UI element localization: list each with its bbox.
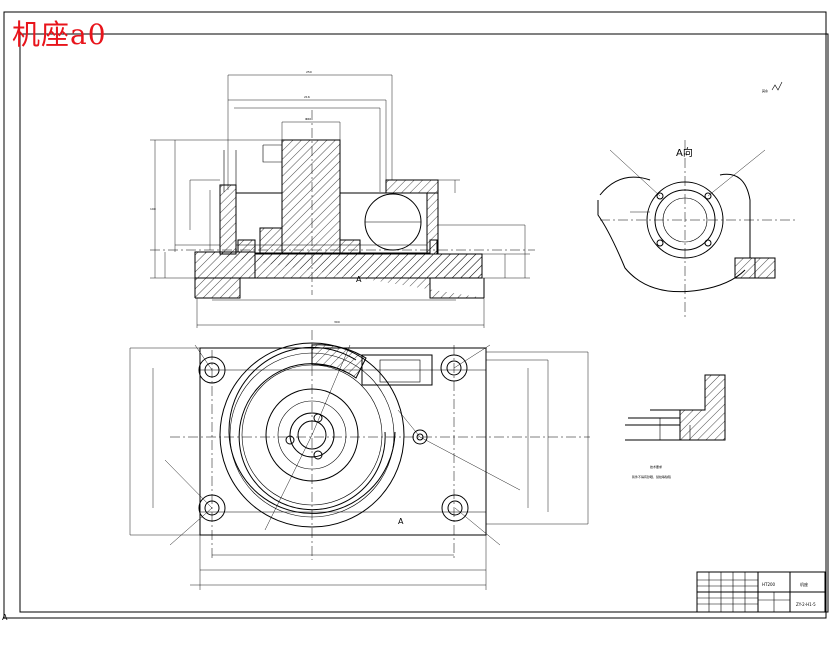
view-a-label: A向 (676, 146, 693, 159)
title-block-material: HT200 (762, 582, 776, 587)
svg-text:铸件不得有砂眼、裂纹等缺陷: 铸件不得有砂眼、裂纹等缺陷 (632, 474, 671, 479)
svg-text:技术要求: 技术要求 (650, 464, 662, 469)
right-wall (426, 192, 439, 255)
front-section-view: 250 216 Φ60 190 300 (150, 70, 535, 328)
svg-text:Φ60: Φ60 (305, 117, 311, 121)
mounting-hole-bottom-right (441, 494, 469, 522)
svg-text:300: 300 (334, 320, 340, 324)
detail-view: 技术要求 铸件不得有砂眼、裂纹等缺陷 (625, 374, 726, 479)
svg-text:250: 250 (306, 70, 312, 74)
outer-border (3, 11, 827, 619)
crescent-section (311, 344, 367, 379)
view-a: A向 (597, 140, 795, 318)
central-boss (281, 139, 341, 255)
corner-mark: A (2, 613, 8, 622)
left-wall (219, 184, 237, 255)
title-block-part-name: 机座 (800, 581, 808, 587)
title-block: 机座 HT200 ZY-2-H1-5 (696, 571, 826, 613)
roughness-note: 其余 (762, 88, 768, 93)
svg-text:216: 216 (304, 95, 310, 99)
title-block-drawing-no: ZY-2-H1-5 (796, 602, 816, 607)
top-view (129, 330, 590, 590)
roughness-symbol (771, 81, 783, 91)
inner-frame (19, 33, 829, 613)
svg-text:190: 190 (150, 207, 156, 211)
drawing-title: 机座a0 (12, 18, 107, 51)
section-mark-a: A (356, 275, 362, 284)
section-mark-a-2: A (398, 517, 404, 526)
